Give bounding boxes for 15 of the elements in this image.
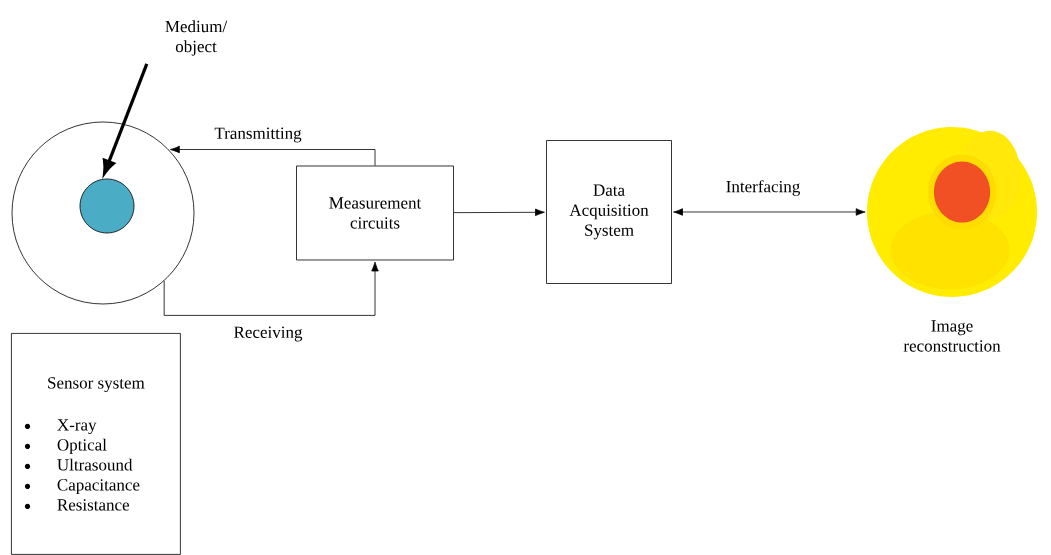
arrow (673, 208, 866, 216)
picture (867, 127, 1037, 297)
callout-text: Medium/ object (165, 20, 228, 56)
process-box: Measurement circuits (296, 165, 454, 261)
process-box: Data Acquisition System (546, 140, 672, 284)
arrow (453, 208, 545, 216)
sensor-circle (11, 121, 195, 305)
caption-text: Image reconstruction (903, 320, 1001, 352)
edge-label: Transmitting (213, 126, 303, 144)
edge-label: Interfacing (724, 179, 802, 197)
arrow (163, 261, 379, 316)
sensor-list-box: Sensor system X-ray Optical Ultrasound Capacitance Resistance (11, 333, 181, 555)
object-circle (79, 178, 135, 234)
edge-label: Receiving (232, 325, 304, 343)
arrow (170, 145, 376, 166)
